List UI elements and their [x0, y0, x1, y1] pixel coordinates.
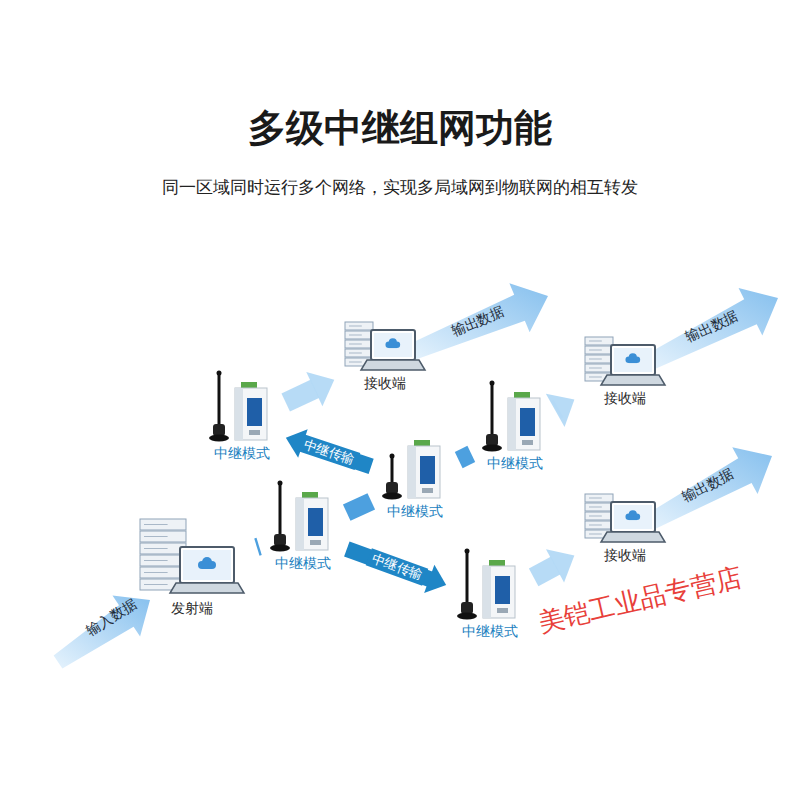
receiver-station: 接收端: [577, 333, 673, 409]
data-flow-band: [54, 596, 150, 669]
station-label: 接收端: [581, 389, 669, 407]
station-label: 接收端: [581, 546, 669, 564]
connector: [546, 394, 574, 427]
station-label: 接收端: [341, 374, 429, 392]
receiver-station: 接收端: [577, 490, 673, 566]
receiver-station: 接收端: [337, 318, 433, 394]
data-flow-band: [646, 288, 778, 370]
connector: [459, 454, 472, 460]
station-label: 发射端: [134, 599, 250, 617]
relay-icon: [480, 392, 550, 454]
connector-line: [459, 454, 472, 460]
data-flow-band: [409, 283, 548, 360]
relay-icon: [207, 382, 277, 444]
relay-device: 中继模式: [474, 392, 556, 474]
mode-label: 中继模式: [205, 444, 279, 462]
mode-label: 中继模式: [478, 454, 552, 472]
connector: [347, 549, 446, 593]
relay-icon: [455, 560, 525, 622]
connector-line: [534, 565, 556, 577]
recv-icon: [583, 490, 667, 546]
relay-icon: [380, 440, 450, 502]
data-flow-band: [646, 447, 772, 529]
arrow-head: [306, 372, 334, 406]
edge-label: 中继传输: [365, 548, 428, 585]
relay-device: 中继模式: [449, 560, 531, 642]
relay-device: 中继模式: [201, 382, 283, 464]
connector-line: [257, 537, 259, 556]
mode-label: 中继模式: [266, 554, 340, 572]
subtitle-text: 同一区域同时运行多个网络，实现多局域网到物联网的相互转发: [162, 176, 638, 199]
mode-label: 中继模式: [453, 622, 527, 640]
relay-device: 中继模式: [262, 492, 344, 574]
recv-icon: [343, 318, 427, 374]
arrow-head: [546, 549, 574, 582]
relay-device: 中继模式: [374, 440, 456, 522]
connector: [347, 501, 372, 512]
recv-icon: [583, 333, 667, 389]
relay-icon: [268, 492, 338, 554]
connector: [286, 372, 335, 406]
edge-label: 中继传输: [297, 434, 360, 470]
connector: [534, 549, 575, 582]
sender-station: 发射端: [130, 515, 254, 619]
connector: [257, 546, 259, 548]
connector-line: [347, 501, 372, 512]
connector-line: [286, 389, 316, 403]
title-text: 多级中继组网功能: [248, 103, 552, 154]
sender-icon: [136, 515, 248, 599]
arrow-head: [546, 394, 574, 427]
mode-label: 中继模式: [378, 502, 452, 520]
